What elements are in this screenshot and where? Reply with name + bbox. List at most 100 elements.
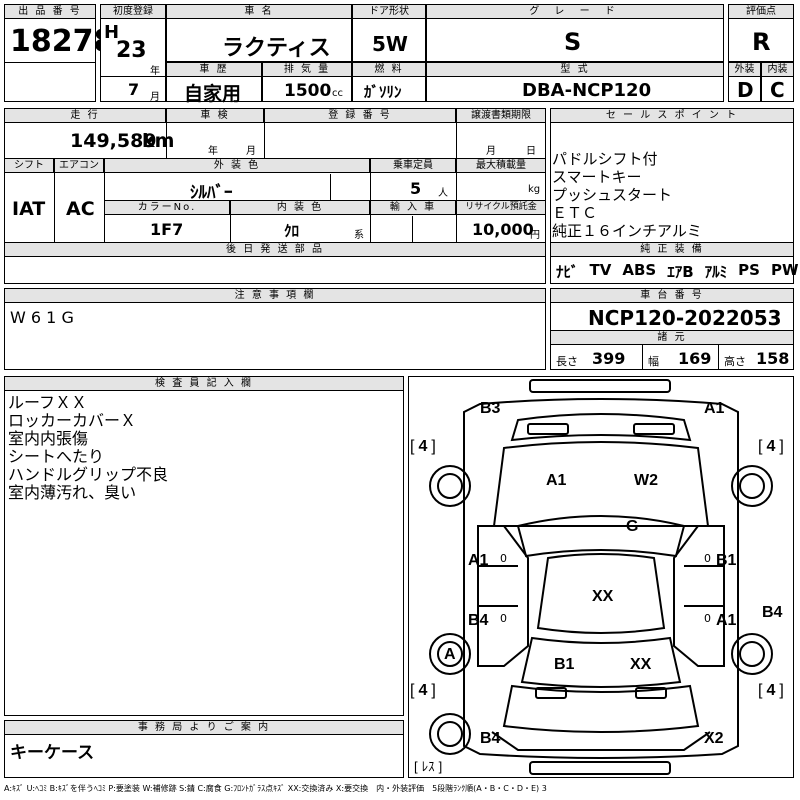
first-reg-year: 23	[116, 38, 147, 63]
first-reg-cell	[100, 4, 166, 102]
score-label: 評価点	[728, 4, 794, 19]
equipment-item: TV	[589, 261, 612, 279]
shift: IAT	[12, 198, 46, 220]
damage-rear-right-edge: B4	[762, 604, 783, 621]
mileage: 149,589	[70, 130, 157, 152]
inspect-year-unit: 年	[208, 146, 218, 157]
damage-roof: XX	[592, 588, 614, 605]
equipment-label: 純 正 装 備	[550, 242, 794, 257]
color-number: 1F7	[150, 220, 184, 239]
lot-cell	[4, 4, 96, 102]
intcolor-unit: 系	[354, 230, 364, 241]
equipment-item: ｱﾙﾐ	[704, 263, 728, 281]
ac-label: エアコン	[54, 158, 104, 173]
inspector-label: 検 査 員 記 入 欄	[4, 376, 404, 391]
int-color: ｸﾛ	[284, 222, 300, 240]
door-type: 5W	[372, 32, 408, 56]
equipment-list: ﾅﾋﾞ TV ABS ｴｱB ｱﾙﾐ PS PW	[556, 261, 799, 282]
width: 169	[678, 349, 712, 368]
recycle-fee: 10,000	[472, 220, 534, 239]
height-label: 高さ	[724, 355, 746, 368]
damage-rear-glass-left: B1	[554, 656, 575, 673]
sales-list: パドルシフト付 スマートキー プッシュスタート ＥＴＣ 純正１６インチアルミ	[552, 150, 702, 240]
sales-item: プッシュスタート	[552, 186, 673, 204]
ext-score: D	[737, 78, 754, 102]
notes-label: 注 意 事 項 欄	[4, 288, 546, 303]
recycle-unit: 円	[530, 230, 540, 241]
inspector-item: ロッカーカバーＸ	[8, 411, 137, 430]
legend: A:ｷｽﾞ U:ﾍｺﾐ B:ｷｽﾞを伴うﾍｺﾐ P:要塗装 W:補修跡 S:錆 …	[4, 784, 547, 793]
inspector-list: ルーフＸＸ ロッカーカバーＸ 室内内張傷 シートへたり ハンドルグリップ不良 室…	[8, 394, 168, 502]
damage-wheel-left: A	[444, 646, 456, 663]
seats-label: 乗車定員	[370, 158, 456, 173]
seats-unit: 人	[438, 188, 448, 199]
equipment-item: ｴｱB	[667, 263, 694, 281]
damage-rear-glass-right: XX	[630, 656, 652, 673]
tire-fr: [4]	[758, 438, 784, 455]
inspector-item: 室内薄汚れ、臭い	[8, 483, 137, 502]
damage-windshield: G	[626, 518, 639, 535]
disp-label: 排 気 量	[262, 62, 352, 77]
damage-door-right: A1	[716, 612, 737, 629]
colorno-label: カラーNo.	[104, 200, 230, 215]
damage-rear-right: X2	[704, 730, 724, 747]
tire-rr: [4]	[758, 682, 784, 699]
equipment-item: ABS	[622, 261, 657, 279]
equipment-item: PW	[770, 261, 799, 279]
width-label: 幅	[648, 355, 659, 368]
month-unit: 月	[150, 92, 160, 103]
spare-tire: [ﾚｽ]	[414, 759, 443, 774]
fuel-label: 燃 料	[352, 62, 426, 77]
seats: 5	[410, 179, 422, 198]
transfer-day-unit: 日	[526, 146, 536, 157]
damage-door-left: B4	[468, 612, 489, 629]
tire-rl: [4]	[410, 682, 436, 699]
load-unit: kg	[528, 184, 541, 195]
recycle-label: リサイクル預託金	[456, 200, 546, 215]
mileage-unit: km	[142, 130, 175, 152]
disp-unit: cc	[332, 88, 343, 99]
office-label: 事 務 局 よ り ご 案 内	[4, 720, 404, 735]
lot-label: 出 品 番 号	[4, 4, 96, 19]
car-outline	[429, 379, 773, 775]
fuel: ｶﾞｿﾘﾝ	[364, 83, 402, 101]
inspect-label: 車 検	[166, 108, 264, 123]
equipment-item: ﾅﾋﾞ	[556, 263, 579, 281]
later-parts-label: 後 日 発 送 部 品	[4, 242, 546, 257]
car-name: ラクティス	[222, 36, 331, 61]
damage-hood-left: A1	[546, 472, 567, 489]
inspector-item: ハンドルグリップ不良	[8, 465, 169, 484]
ac: AC	[66, 198, 95, 220]
dims-label: 諸 元	[550, 330, 794, 345]
sales-item: パドルシフト付	[552, 150, 658, 168]
grade-label: グ レ ー ド	[426, 4, 724, 19]
name-label: 車 名	[166, 4, 352, 19]
damage-front-left: B3	[480, 400, 501, 417]
length-label: 長さ	[556, 355, 578, 368]
tire-fl: [4]	[410, 438, 436, 455]
damage-door-right-small: 0	[704, 612, 711, 625]
import-label: 輸 入 車	[370, 200, 456, 215]
transfer-month-unit: 月	[486, 146, 496, 157]
intcolor-label: 内 装 色	[230, 200, 370, 215]
shift-label: シフト	[4, 158, 54, 173]
displacement: 1500	[284, 81, 332, 101]
score: R	[752, 28, 771, 56]
damage-fender-right-small: 0	[704, 552, 711, 565]
inspector-item: 室内内張傷	[8, 429, 89, 448]
grade: S	[564, 28, 582, 56]
color-label: 外 装 色	[104, 158, 370, 173]
damage-fender-left-small: 0	[500, 552, 507, 565]
first-reg-month: 7	[128, 80, 140, 99]
transfer-label: 譲渡書類期限	[456, 108, 546, 123]
mileage-label: 走 行	[4, 108, 166, 123]
office-text: キーケース	[10, 743, 95, 763]
inspect-month-unit: 月	[246, 146, 256, 157]
model: DBA-NCP120	[522, 80, 652, 101]
inspector-item: ルーフＸＸ	[8, 393, 88, 412]
notes-text: W 6 1 G	[10, 308, 74, 327]
chassis-label: 車 台 番 号	[550, 288, 794, 303]
sales-label: セ ー ル ス ポ イ ン ト	[550, 108, 794, 123]
inspector-item: シートへたり	[8, 447, 105, 466]
door-label: ドア形状	[352, 4, 426, 19]
